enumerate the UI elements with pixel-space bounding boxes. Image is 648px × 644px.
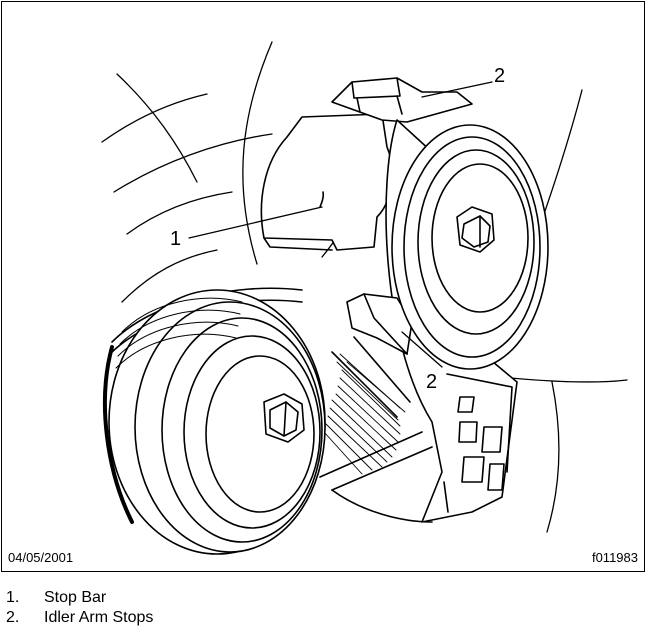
- callout-stop-bar: 1: [170, 228, 182, 250]
- legend-number: 2.: [6, 609, 20, 626]
- stop-bar: [260, 113, 393, 251]
- figure-date: 04/05/2001: [8, 550, 74, 565]
- idler-arm-stop-top: [331, 77, 473, 123]
- leader-lines: [188, 81, 493, 368]
- figure-id: f011983: [591, 550, 638, 565]
- drive-belt: [103, 287, 433, 524]
- legend-item: 2. Idler Arm Stops: [6, 608, 153, 628]
- figure-frame: 1 2 2 04/05/2001 f011983: [1, 1, 645, 572]
- legend-item: 1. Stop Bar: [6, 588, 153, 608]
- legend-number: 1.: [6, 589, 20, 606]
- idler-pulley: [391, 124, 549, 370]
- legend-label: Idler Arm Stops: [44, 609, 154, 626]
- engine-contours: [101, 41, 628, 533]
- legend: 1. Stop Bar 2. Idler Arm Stops: [6, 588, 153, 628]
- belt-tensioner-illustration: [101, 41, 628, 555]
- callout-idler-arm-stop-top: 2: [494, 65, 506, 87]
- callout-idler-arm-stop-bottom: 2: [426, 371, 438, 393]
- legend-label: Stop Bar: [44, 589, 107, 606]
- drive-pulley: [108, 289, 326, 555]
